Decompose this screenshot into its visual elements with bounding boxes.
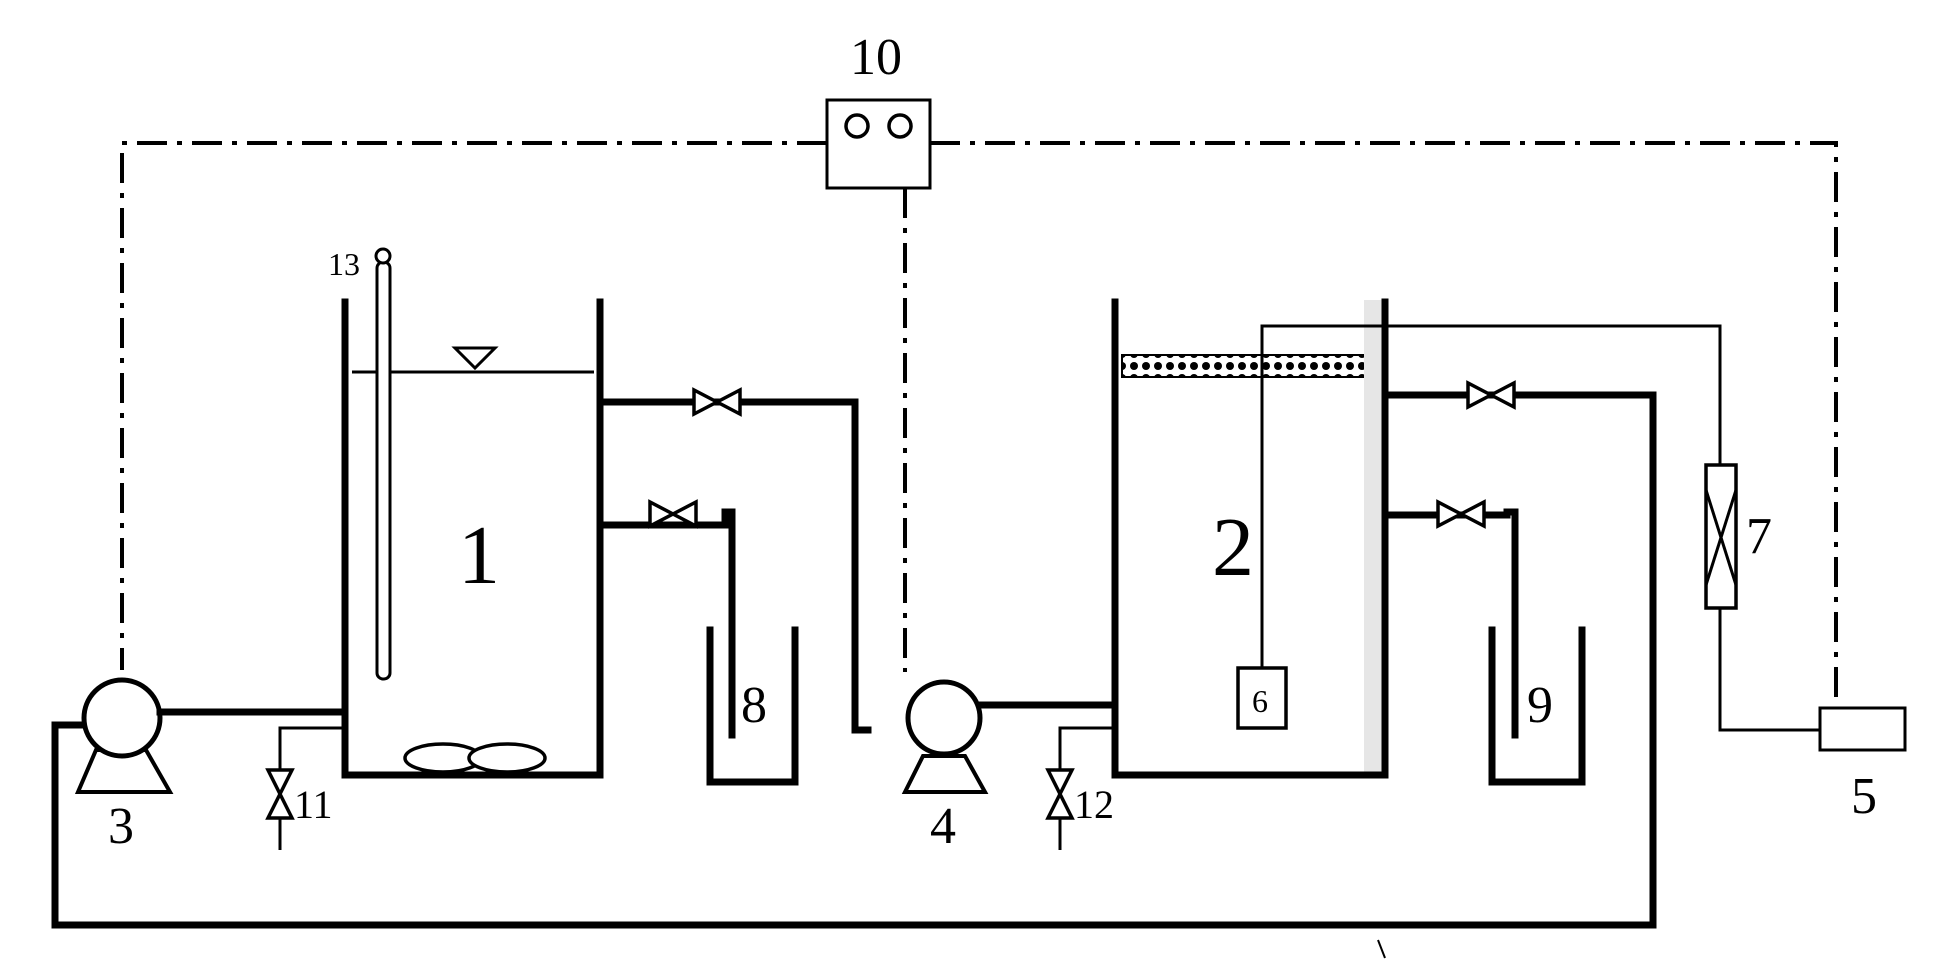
label-2: 2	[1212, 501, 1254, 594]
thermometer-bulb	[374, 247, 392, 265]
reactor-1: 1	[341, 298, 604, 779]
label-11: 11	[294, 782, 333, 827]
box-5: 5	[1818, 706, 1907, 825]
flowmeter-7: 7	[1704, 463, 1772, 610]
stray-mark	[1377, 939, 1386, 959]
controller-dial-right	[887, 113, 913, 139]
pipe-reactor1-to-beaker8	[596, 508, 736, 739]
reactor-1-wall	[341, 298, 604, 779]
controller-dial-left	[844, 113, 870, 139]
return-loop-pipe	[51, 391, 1657, 929]
valve-reactor2-upper	[1466, 380, 1516, 410]
packing-layer	[1121, 354, 1385, 378]
diffuser-right	[467, 742, 547, 774]
reactor-2: 2	[1111, 298, 1389, 779]
pipe-flowmeter7-to-box5	[1718, 608, 1820, 732]
drain-valve-11: 11	[265, 768, 333, 827]
drain-valve-12: 12	[1045, 768, 1114, 827]
box-5-body	[1818, 706, 1907, 752]
label-12: 12	[1074, 782, 1114, 827]
beaker-9: 9	[1488, 626, 1586, 786]
thermometer-tube	[375, 260, 392, 681]
pump-3-body	[81, 677, 163, 759]
sensor-6: 6	[1236, 666, 1288, 730]
sensor-6-box	[1236, 666, 1288, 730]
valve-12-icon	[1045, 768, 1075, 820]
beaker-9-wall	[1488, 626, 1586, 786]
pump-4-base	[901, 754, 989, 794]
label-1: 1	[458, 509, 500, 602]
controller-box	[825, 98, 932, 190]
label-6: 6	[1252, 683, 1268, 719]
beaker-8: 8	[706, 626, 799, 786]
label-10: 10	[850, 29, 902, 86]
label-4: 4	[930, 798, 956, 855]
thermometer-13: 13	[328, 246, 392, 681]
packing-shadow	[1364, 300, 1382, 775]
valve-reactor1-lower	[648, 499, 698, 529]
label-7: 7	[1746, 508, 1772, 565]
control-line-pump-3	[120, 141, 827, 670]
sensor-wire	[1260, 324, 1722, 668]
control-lines	[120, 141, 1838, 708]
label-8: 8	[741, 677, 767, 734]
label-5: 5	[1851, 768, 1877, 825]
pump-4: 4	[901, 679, 989, 855]
pump-3: 3	[74, 677, 174, 855]
label-9: 9	[1527, 677, 1553, 734]
valve-11-icon	[265, 768, 295, 820]
beaker-8-wall	[706, 626, 799, 786]
water-level-marker	[451, 346, 499, 371]
flowmeter-7-cross-b	[1704, 489, 1738, 586]
reactor-2-wall	[1111, 298, 1389, 779]
controller-10: 10	[825, 29, 932, 190]
label-3: 3	[108, 798, 134, 855]
valve-reactor1-upper	[692, 387, 742, 417]
control-line-box-5	[930, 141, 1838, 708]
label-13: 13	[328, 246, 360, 282]
valve-reactor2-lower	[1436, 499, 1486, 529]
pump-4-body	[905, 679, 983, 757]
